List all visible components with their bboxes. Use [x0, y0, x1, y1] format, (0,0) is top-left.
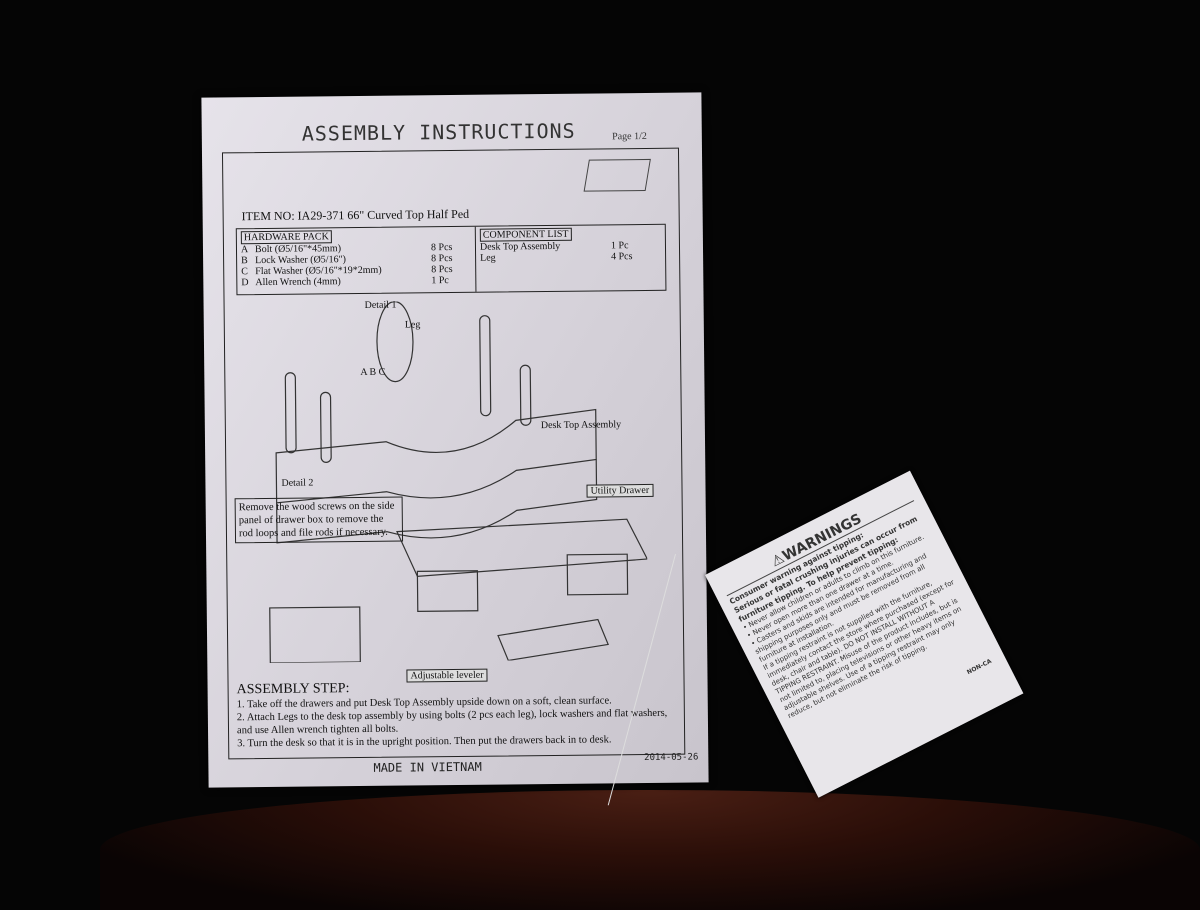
- desk-top-label: Desk Top Assembly: [540, 419, 622, 432]
- page-number: Page 1/2: [612, 130, 647, 143]
- component-header: COMPONENT LIST: [479, 227, 572, 242]
- component-name: Leg: [480, 252, 496, 264]
- qty: 1 Pc: [610, 240, 629, 252]
- qty: 1 Pc: [431, 275, 449, 287]
- letter: A: [240, 244, 249, 256]
- item-number: ITEM NO: IA29-371 66" Curved Top Half Pe…: [241, 206, 470, 224]
- component-row: Leg 4 Pcs: [480, 251, 661, 264]
- hardware-header: HARDWARE PACK: [240, 230, 332, 245]
- desk-diagram: [269, 301, 649, 663]
- letter: D: [241, 277, 249, 289]
- sheet-frame: ITEM NO: IA29-371 66" Curved Top Half Pe…: [221, 147, 686, 760]
- qty: 8 Pcs: [430, 242, 453, 254]
- desk-thumbnail: [583, 158, 651, 192]
- detail1-label: Detail 1: [364, 299, 397, 311]
- part-name: Allen Wrench (4mm): [255, 276, 341, 289]
- sheet-title: ASSEMBLY INSTRUCTIONS: [301, 118, 576, 146]
- detail2-label: Detail 2: [281, 477, 314, 489]
- made-in: MADE IN VIETNAM: [373, 759, 482, 775]
- qty: 8 Pcs: [431, 264, 453, 276]
- qty: 8 Pcs: [431, 253, 453, 265]
- letter: B: [241, 255, 248, 267]
- leg-label: Leg: [404, 319, 421, 331]
- instruction-sheet: ASSEMBLY INSTRUCTIONS Page 1/2 ITEM NO: …: [201, 92, 709, 788]
- detail2-note: Remove the wood screws on the side panel…: [234, 496, 404, 544]
- hardware-callout: A B C: [360, 366, 386, 378]
- utility-drawer-label: Utility Drawer: [586, 483, 654, 498]
- letter: C: [241, 266, 248, 278]
- tag-code: NON-CA: [965, 657, 993, 677]
- qty: 4 Pcs: [611, 251, 633, 263]
- warning-tag: ⚠WARNINGS Consumer warning against tippi…: [705, 470, 1024, 798]
- assembly-steps: ASSEMBLY STEP: 1. Take off the drawers a…: [237, 679, 678, 751]
- hardware-row: D Allen Wrench (4mm) 1 Pc: [241, 275, 471, 288]
